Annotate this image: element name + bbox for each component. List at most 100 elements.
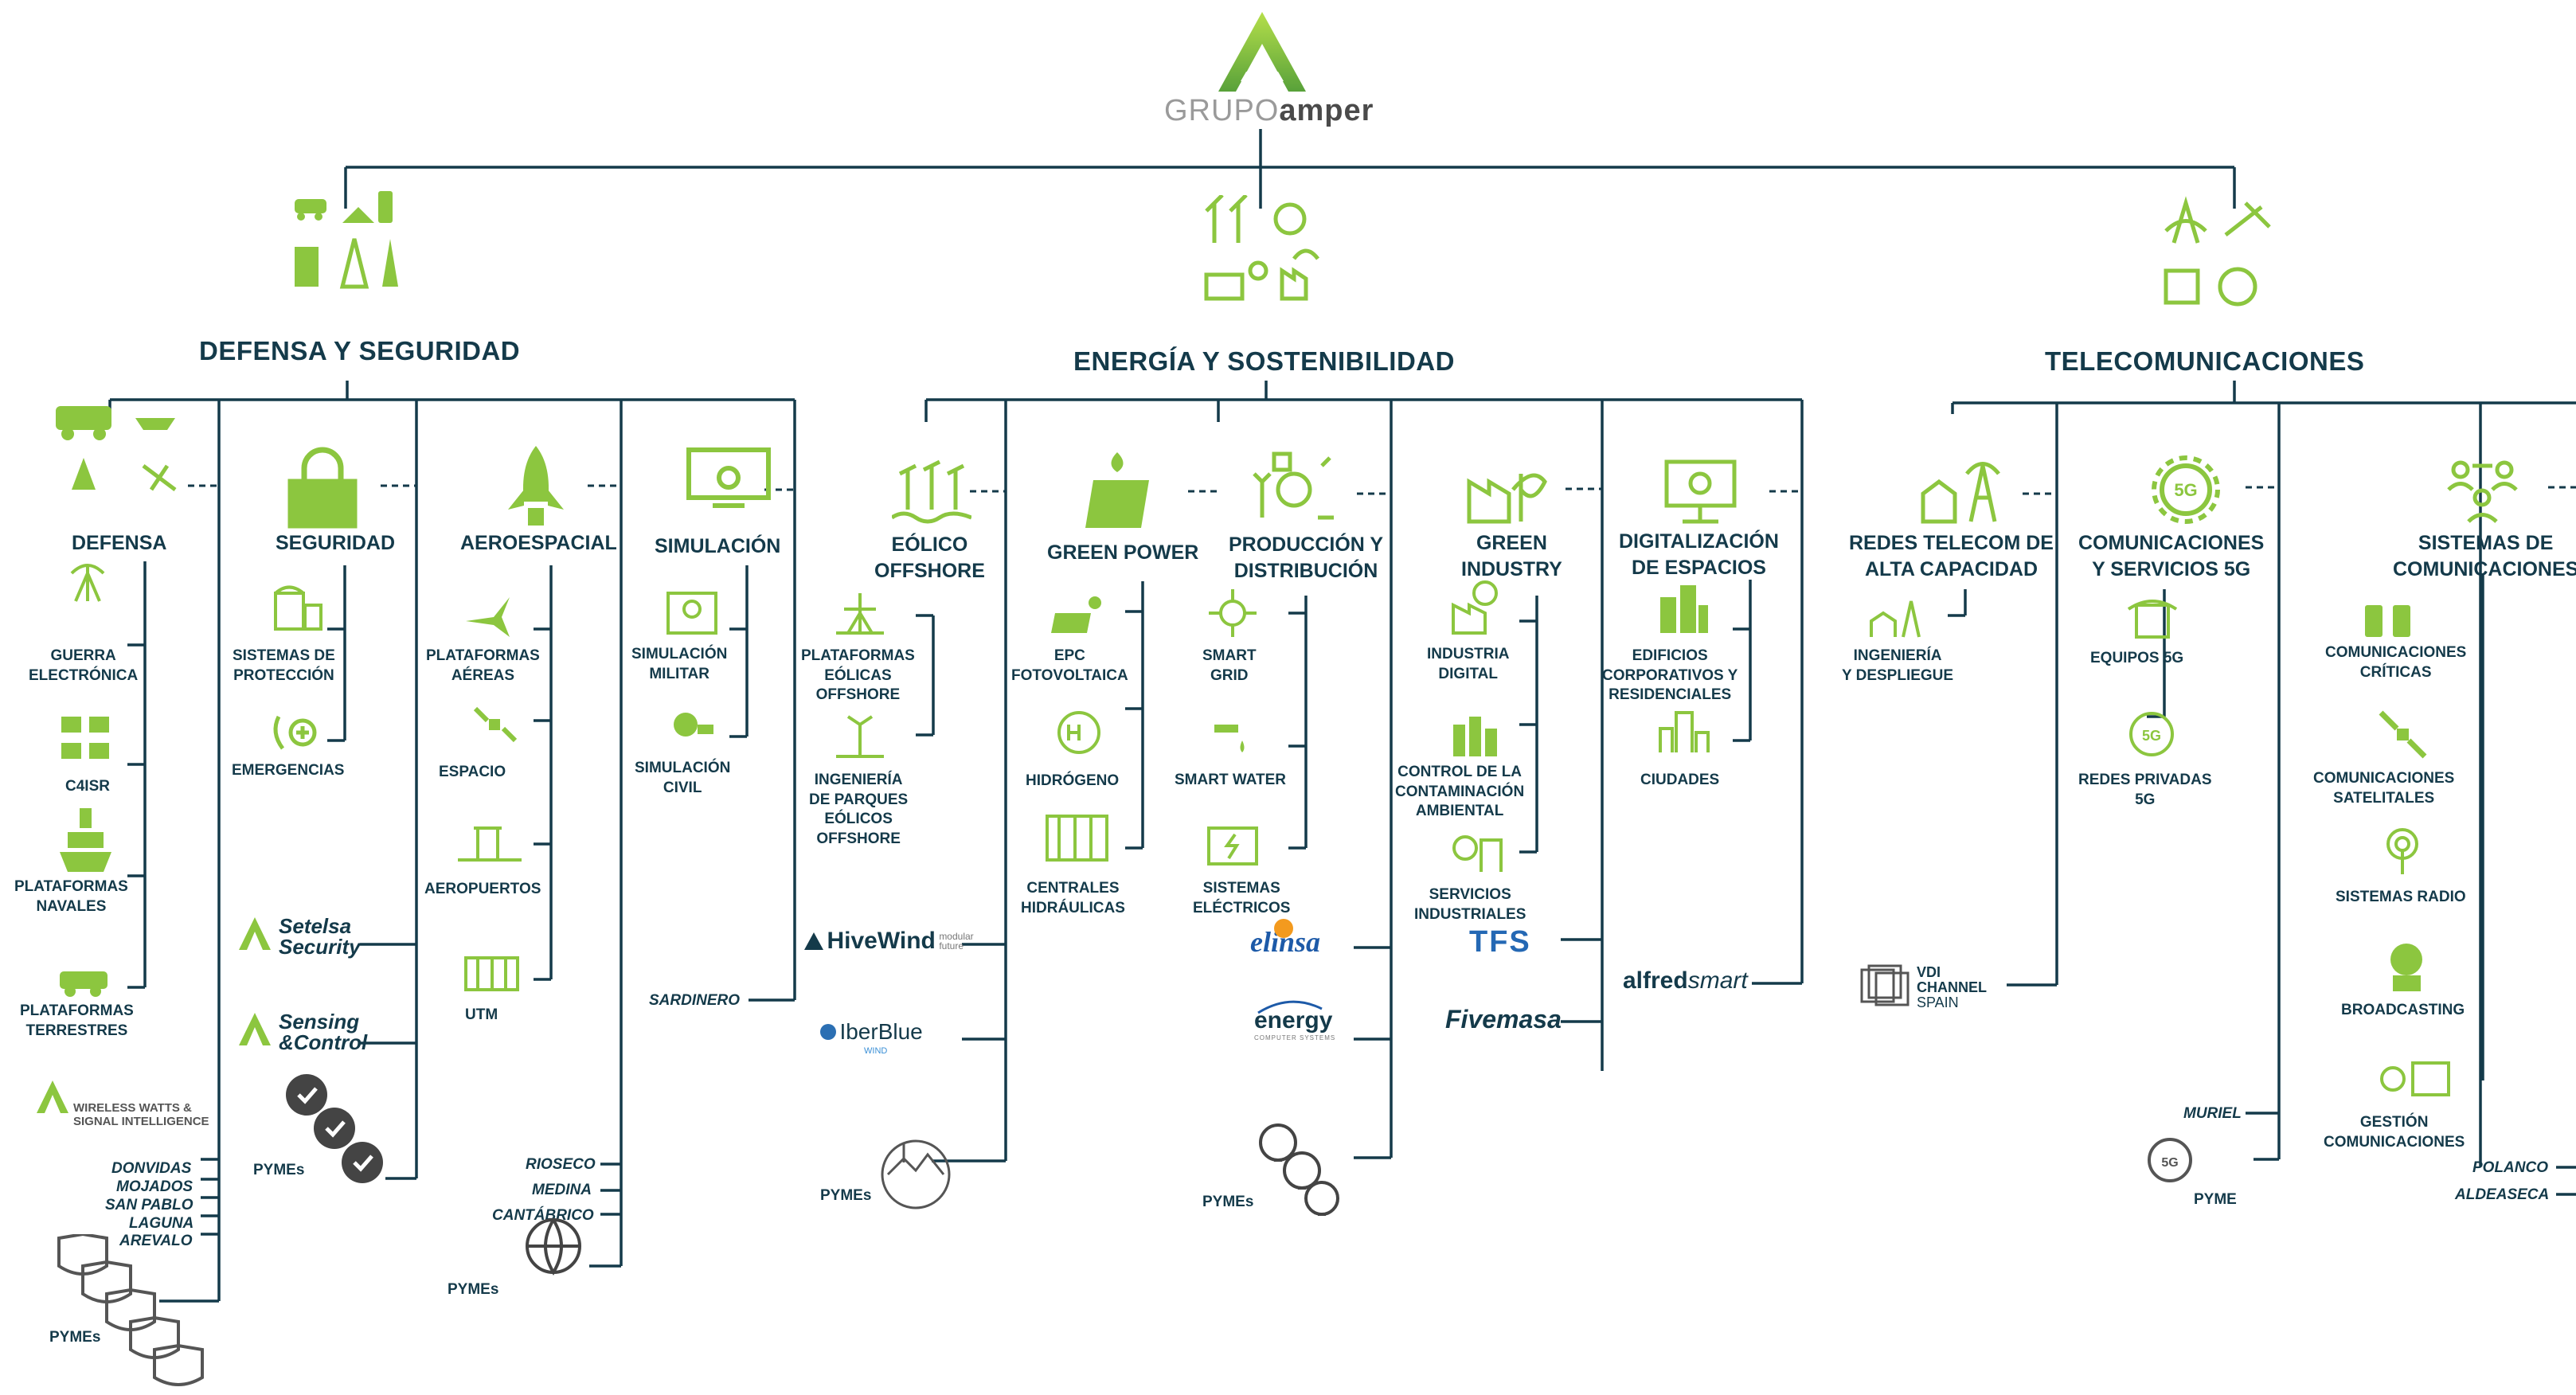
critical-comms-icon (2365, 605, 2410, 637)
pymes-landscape-icon (881, 1139, 951, 1209)
setelsa-mark-icon (239, 917, 271, 950)
item-utm: UTM (465, 1006, 498, 1023)
company-arevalo: AREVALO (119, 1233, 193, 1249)
elinsa-logo: elinsa (1250, 919, 1320, 959)
pymes-bulbs-icon (1259, 1123, 1339, 1216)
category-aeroespacial: AEROESPACIAL (460, 532, 617, 554)
private-5g-icon: 5G (2129, 712, 2174, 756)
logo-text-grupo: GRUPO (1164, 94, 1280, 127)
category-seguridad: SEGURIDAD (276, 532, 396, 554)
company-polanco: POLANCO (2472, 1159, 2548, 1176)
item-espacio: ESPACIO (439, 764, 506, 780)
wireless-watts-logo: WIRELESS WATTS &SIGNAL INTELLIGENCE (35, 1079, 209, 1128)
tank-icon (56, 406, 177, 491)
section-defensa: DEFENSA Y SEGURIDAD (199, 336, 521, 365)
company-san-pablo: SAN PABLO (105, 1197, 193, 1213)
civil-simulation-icon (674, 713, 713, 737)
5g-gear-icon: 5G (2152, 455, 2220, 524)
pyme-5g-globe-icon: 5G (2148, 1138, 2192, 1182)
ship-icon (60, 808, 111, 872)
company-muriel: MURIEL (2183, 1105, 2242, 1122)
military-simulation-icon (666, 592, 717, 635)
pymes-label-seguridad: PYMEs (253, 1162, 305, 1178)
tfs-logo: TFS (1469, 925, 1531, 959)
communications-people-icon (2447, 460, 2518, 523)
cities-icon (1659, 711, 1710, 752)
industrial-services-icon (1452, 835, 1503, 872)
c4isr-icon (61, 717, 109, 759)
category-simulacion: SIMULACIÓN (655, 535, 781, 557)
telecom-tower-house-icon (1921, 462, 2000, 524)
item-c4isr: C4ISR (65, 778, 110, 795)
company-donvidas: DONVIDAS (111, 1160, 192, 1177)
pymes-label-produccion: PYMEs (1202, 1194, 1254, 1210)
logo-text-amper: amper (1279, 94, 1374, 127)
photovoltaic-icon (1051, 596, 1101, 633)
fivemasa-logo: Fivemasa (1445, 1005, 1562, 1034)
sensing-mark-icon (239, 1013, 271, 1045)
category-green-power: GREEN POWER (1047, 541, 1199, 564)
satellite-icon (473, 706, 518, 743)
pymes-check-circles-icon (286, 1074, 383, 1183)
digital-industry-icon (1452, 580, 1498, 635)
hydraulic-plant-icon (1046, 815, 1108, 862)
item-emergencias: EMERGENCIAS (232, 762, 345, 779)
energy-swoosh-icon (1257, 1000, 1323, 1014)
item-aeropuertos: AEROPUERTOS (424, 881, 541, 897)
company-sardinero: SARDINERO (649, 992, 741, 1009)
airport-tower-icon (458, 826, 522, 862)
comms-management-icon (2380, 1061, 2450, 1096)
offshore-wind-icon (892, 459, 971, 524)
electrical-systems-icon (1207, 826, 1258, 866)
5g-equipment-icon (2127, 600, 2178, 639)
item-hidrogeno: HIDRÓGENO (1026, 772, 1120, 789)
energy-logo: energy COMPUTER SYSTEMS (1254, 1000, 1335, 1041)
broadcasting-icon (2390, 944, 2422, 991)
elinsa-mark-icon (1274, 919, 1293, 938)
energy-cluster-icon (1204, 195, 1319, 301)
pymes-shield-stack-icon (57, 1234, 204, 1386)
alfredsmart-logo: alfredsmart (1623, 967, 1748, 994)
pymes-label-aero: PYMEs (448, 1281, 499, 1298)
hivewind-mark-icon (804, 932, 823, 950)
wind-engineering-icon (836, 715, 884, 758)
svg-text:5G: 5G (2161, 1156, 2178, 1170)
company-aldeaseca: ALDEASECA (2455, 1186, 2550, 1203)
category-defensa: DEFENSA (72, 532, 167, 554)
rocket-icon (508, 446, 564, 526)
green-industry-icon (1467, 473, 1547, 524)
hydrogen-icon (1057, 711, 1100, 754)
production-distribution-icon (1253, 451, 1334, 520)
smart-grid-icon (1209, 589, 1257, 637)
corporate-buildings-icon (1660, 585, 1708, 633)
pymes-label-defensa: PYMEs (49, 1329, 101, 1346)
item-broadcasting: BROADCASTING (2341, 1002, 2465, 1018)
solar-panel-icon (1085, 452, 1149, 528)
emergency-phone-icon (273, 715, 317, 750)
telecom-cluster-icon (2164, 196, 2271, 307)
deployment-engineering-icon (1870, 600, 1921, 638)
digital-spaces-icon (1664, 459, 1737, 524)
